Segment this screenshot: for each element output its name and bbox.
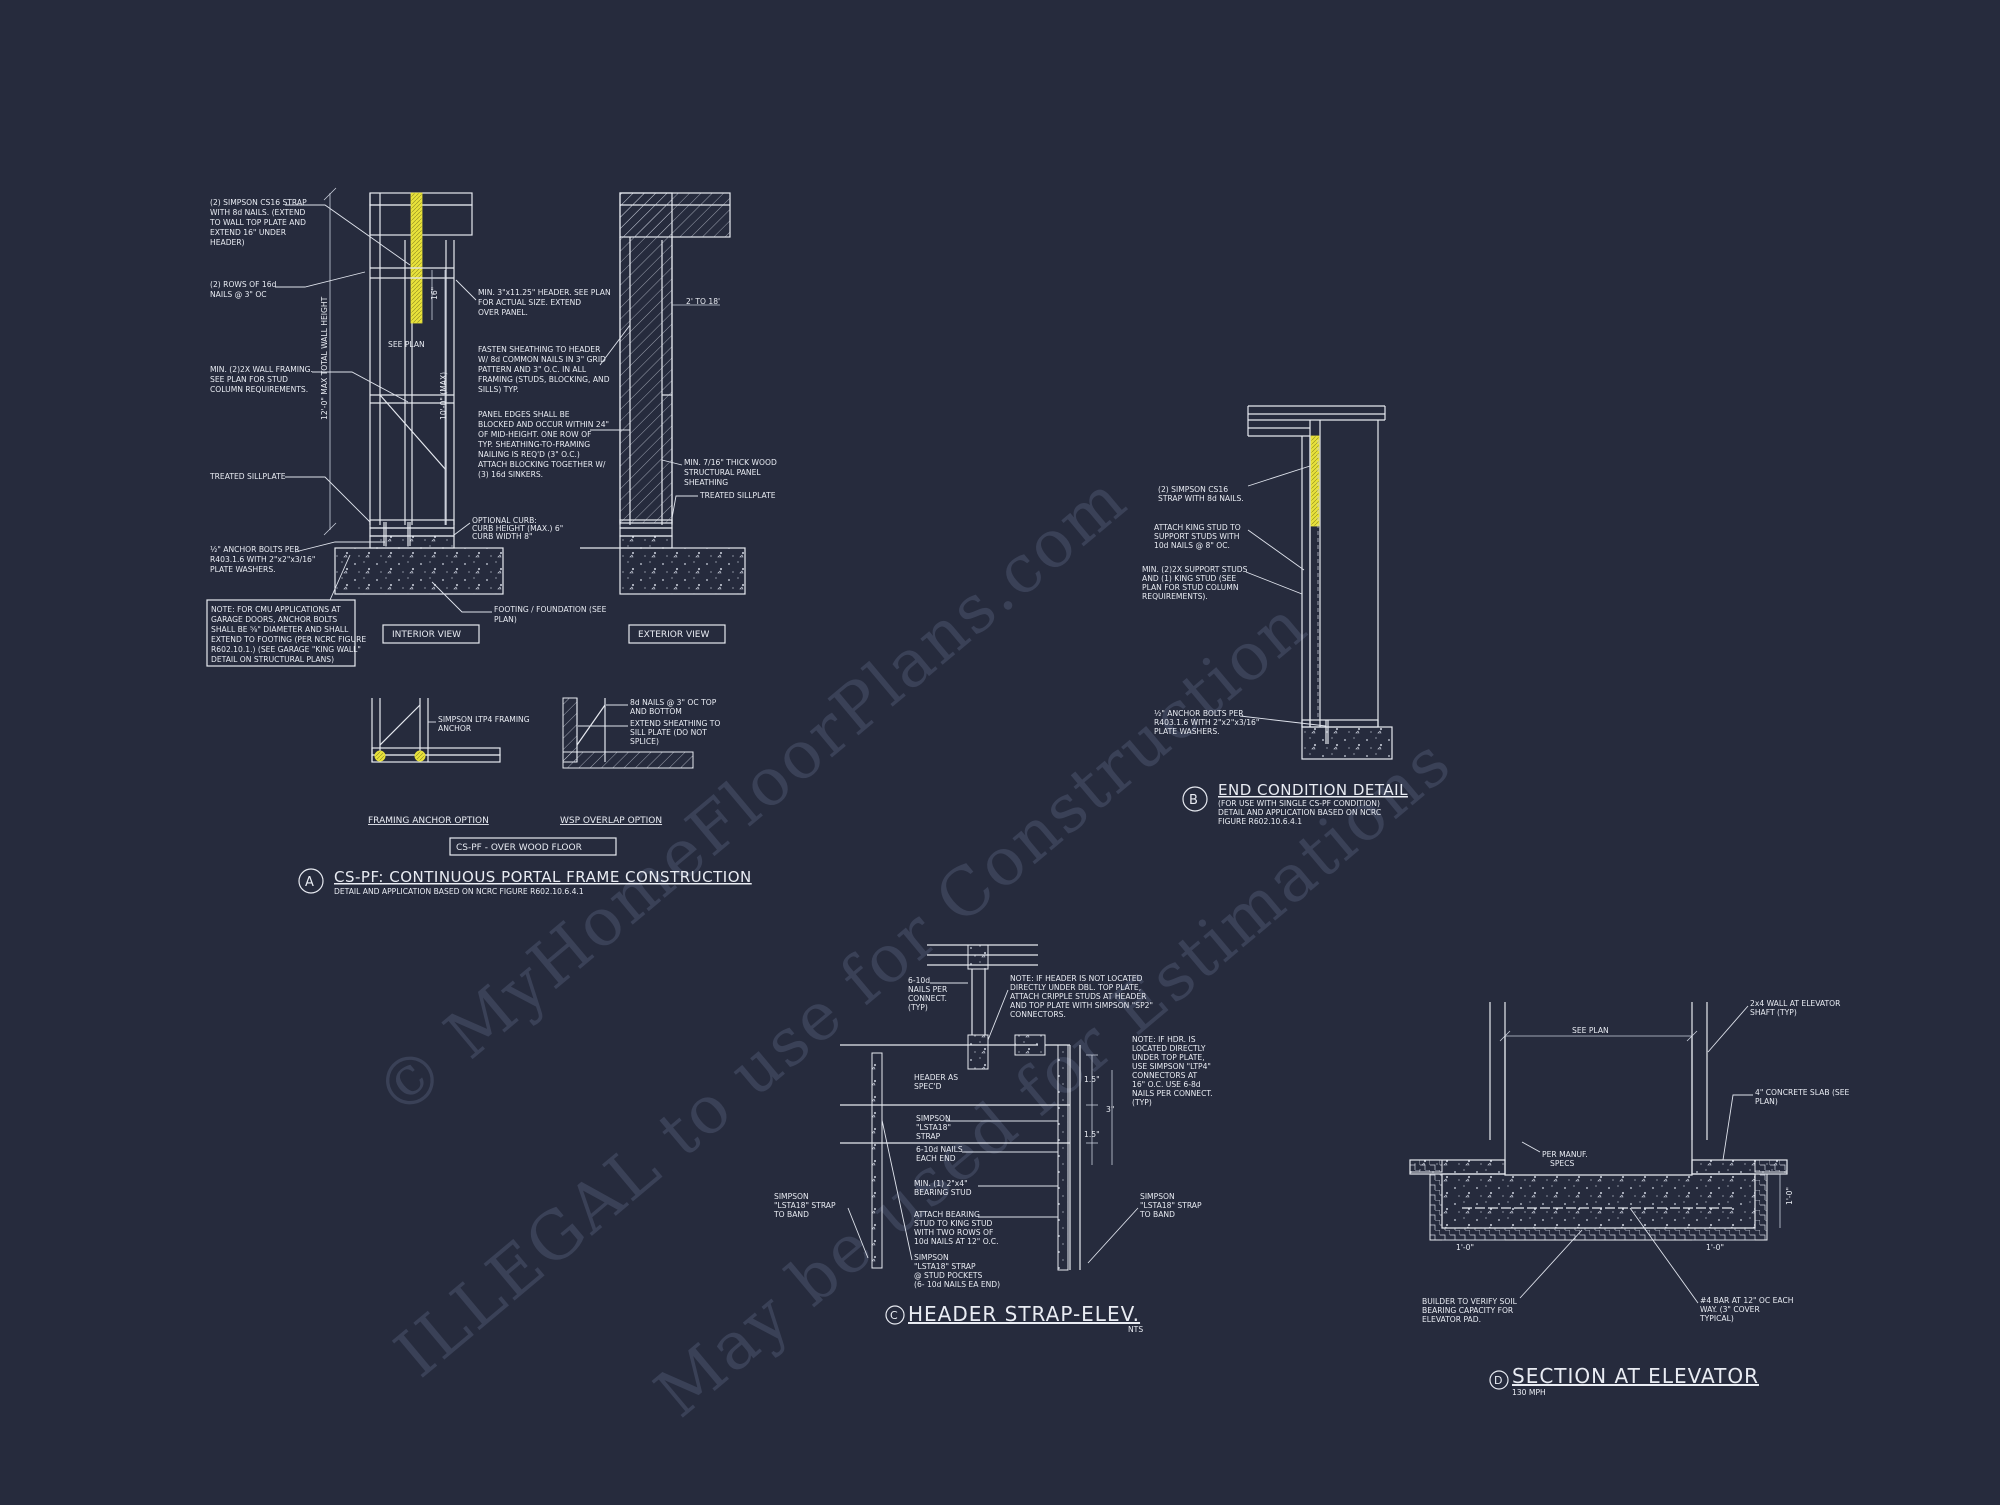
detail-b-title: END CONDITION DETAIL bbox=[1218, 781, 1408, 799]
note-d-manuf: PER MANUF.SPECS bbox=[1542, 1150, 1588, 1168]
cs-pf-box bbox=[449, 837, 617, 856]
detail-d: SEE PLAN 1'-0" 1'-0" 1'-0" 2x4 WALL AT E… bbox=[1409, 999, 1850, 1397]
option-overlap-label: WSP OVERLAP OPTION bbox=[560, 816, 662, 826]
detail-b-marker-circle bbox=[1182, 786, 1208, 812]
detail-d-marker: D bbox=[1494, 1374, 1502, 1387]
exterior-view-wall bbox=[580, 192, 746, 595]
detail-a-marker-circle bbox=[298, 868, 324, 894]
dim-range: 2' TO 18' bbox=[686, 297, 720, 306]
cmu-note-box bbox=[206, 599, 356, 667]
note-framing: MIN. (2)2X WALL FRAMING.SEE PLAN FOR STU… bbox=[210, 365, 313, 394]
note-sillplate: TREATED SILLPLATE bbox=[209, 472, 286, 481]
interior-view-label: INTERIOR VIEW bbox=[392, 630, 461, 640]
detail-a-title: CS-PF: CONTINUOUS PORTAL FRAME CONSTRUCT… bbox=[334, 868, 752, 886]
detail-c-nts: NTS bbox=[1128, 1325, 1143, 1334]
dim-see-plan: SEE PLAN bbox=[388, 340, 425, 349]
note-sill2: TREATED SILLPLATE bbox=[699, 491, 776, 500]
interior-view-wall bbox=[323, 187, 504, 595]
note-c-pockets: SIMPSON"LSTA18" STRAP@ STUD POCKETS(6- 1… bbox=[914, 1253, 1000, 1289]
cs16-strap-highlight bbox=[410, 192, 423, 324]
detail-a-marker: A bbox=[305, 875, 314, 890]
cs-pf-box-label: CS-PF - OVER WOOD FLOOR bbox=[456, 843, 582, 853]
detail-b-subtitle: (FOR USE WITH SINGLE CS-PF CONDITION)DET… bbox=[1218, 799, 1381, 826]
note-c-bearing: MIN. (1) 2"x4"BEARING STUD bbox=[914, 1179, 972, 1197]
interior-view-box bbox=[382, 624, 480, 644]
detail-b-marker: B bbox=[1189, 793, 1198, 808]
detail-a: 12'-0" MAX TOTAL WALL HEIGHT 10'-0" (MAX… bbox=[206, 187, 777, 896]
dim-total-height: 12'-0" MAX TOTAL WALL HEIGHT bbox=[320, 296, 329, 420]
detail-d-sub: 130 MPH bbox=[1512, 1388, 1546, 1397]
dim-c-2: 3" bbox=[1106, 1105, 1114, 1114]
detail-d-title: SECTION AT ELEVATOR bbox=[1512, 1364, 1759, 1388]
exterior-view-label: EXTERIOR VIEW bbox=[638, 630, 709, 640]
detail-c-marker-circle bbox=[885, 1305, 905, 1325]
detail-c-title: HEADER STRAP-ELEV. bbox=[908, 1302, 1140, 1326]
dim-header-height: 16" bbox=[430, 287, 439, 300]
detail-a-subtitle: DETAIL AND APPLICATION BASED ON NCRC FIG… bbox=[334, 887, 584, 896]
dim-c-1: 1.5" bbox=[1084, 1075, 1100, 1084]
dim-wall-height: 10'-0" (MAX) bbox=[439, 372, 448, 420]
cs16-strap-highlight-b bbox=[1310, 435, 1320, 527]
dim-d-see-plan: SEE PLAN bbox=[1572, 1026, 1609, 1035]
detail-c-marker: C bbox=[890, 1309, 898, 1322]
note-c-lstas: SIMPSON"LSTA18"STRAP bbox=[916, 1114, 951, 1141]
dim-d-3: 1'-0" bbox=[1785, 1187, 1794, 1205]
dim-d-1: 1'-0" bbox=[1456, 1243, 1474, 1252]
dim-c-3: 1.5" bbox=[1084, 1130, 1100, 1139]
dim-d-2: 1'-0" bbox=[1706, 1243, 1724, 1252]
note-curb: OPTIONAL CURB:CURB HEIGHT (MAX.) 6"CURB … bbox=[472, 516, 563, 541]
detail-d-marker-circle bbox=[1489, 1370, 1509, 1390]
exterior-view-box bbox=[628, 624, 726, 644]
option-anchor-label: FRAMING ANCHOR OPTION bbox=[368, 816, 489, 826]
